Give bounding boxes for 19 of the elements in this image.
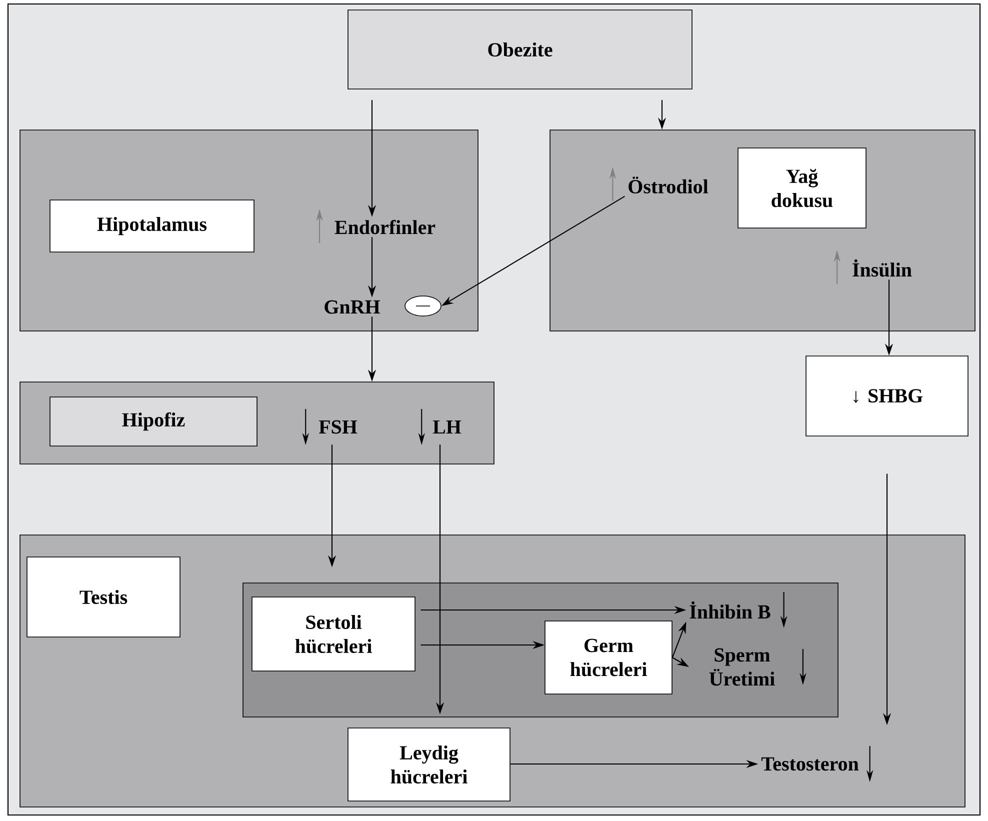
hormone-label: İnhibin B [690,601,770,619]
hormone-label: GnRH [324,300,380,314]
label-box: ↓ SHBG [806,356,968,436]
label-box: Yağ dokusu [738,148,866,228]
hormone-label: LH [432,420,462,434]
label-box: Testis [26,556,180,638]
hormone-label: Endorfinler [334,220,436,234]
hormone-label: Östrodiol [628,176,708,194]
hormone-label: Testosteron [761,757,859,771]
label-box: Germ hücreleri [544,620,672,694]
label-box: Hipotalamus [50,200,254,252]
hormone-label: İnsülin [852,259,912,277]
label-box: Hipofiz [50,396,258,446]
label-box: Leydig hücreleri [348,728,510,802]
label-box: Sertoli hücreleri [252,596,416,672]
minus-sign [404,296,442,316]
hormone-label: FSH [318,420,358,434]
label-box: Obezite [348,10,692,90]
hormone-label: Sperm Üretimi [709,648,775,686]
